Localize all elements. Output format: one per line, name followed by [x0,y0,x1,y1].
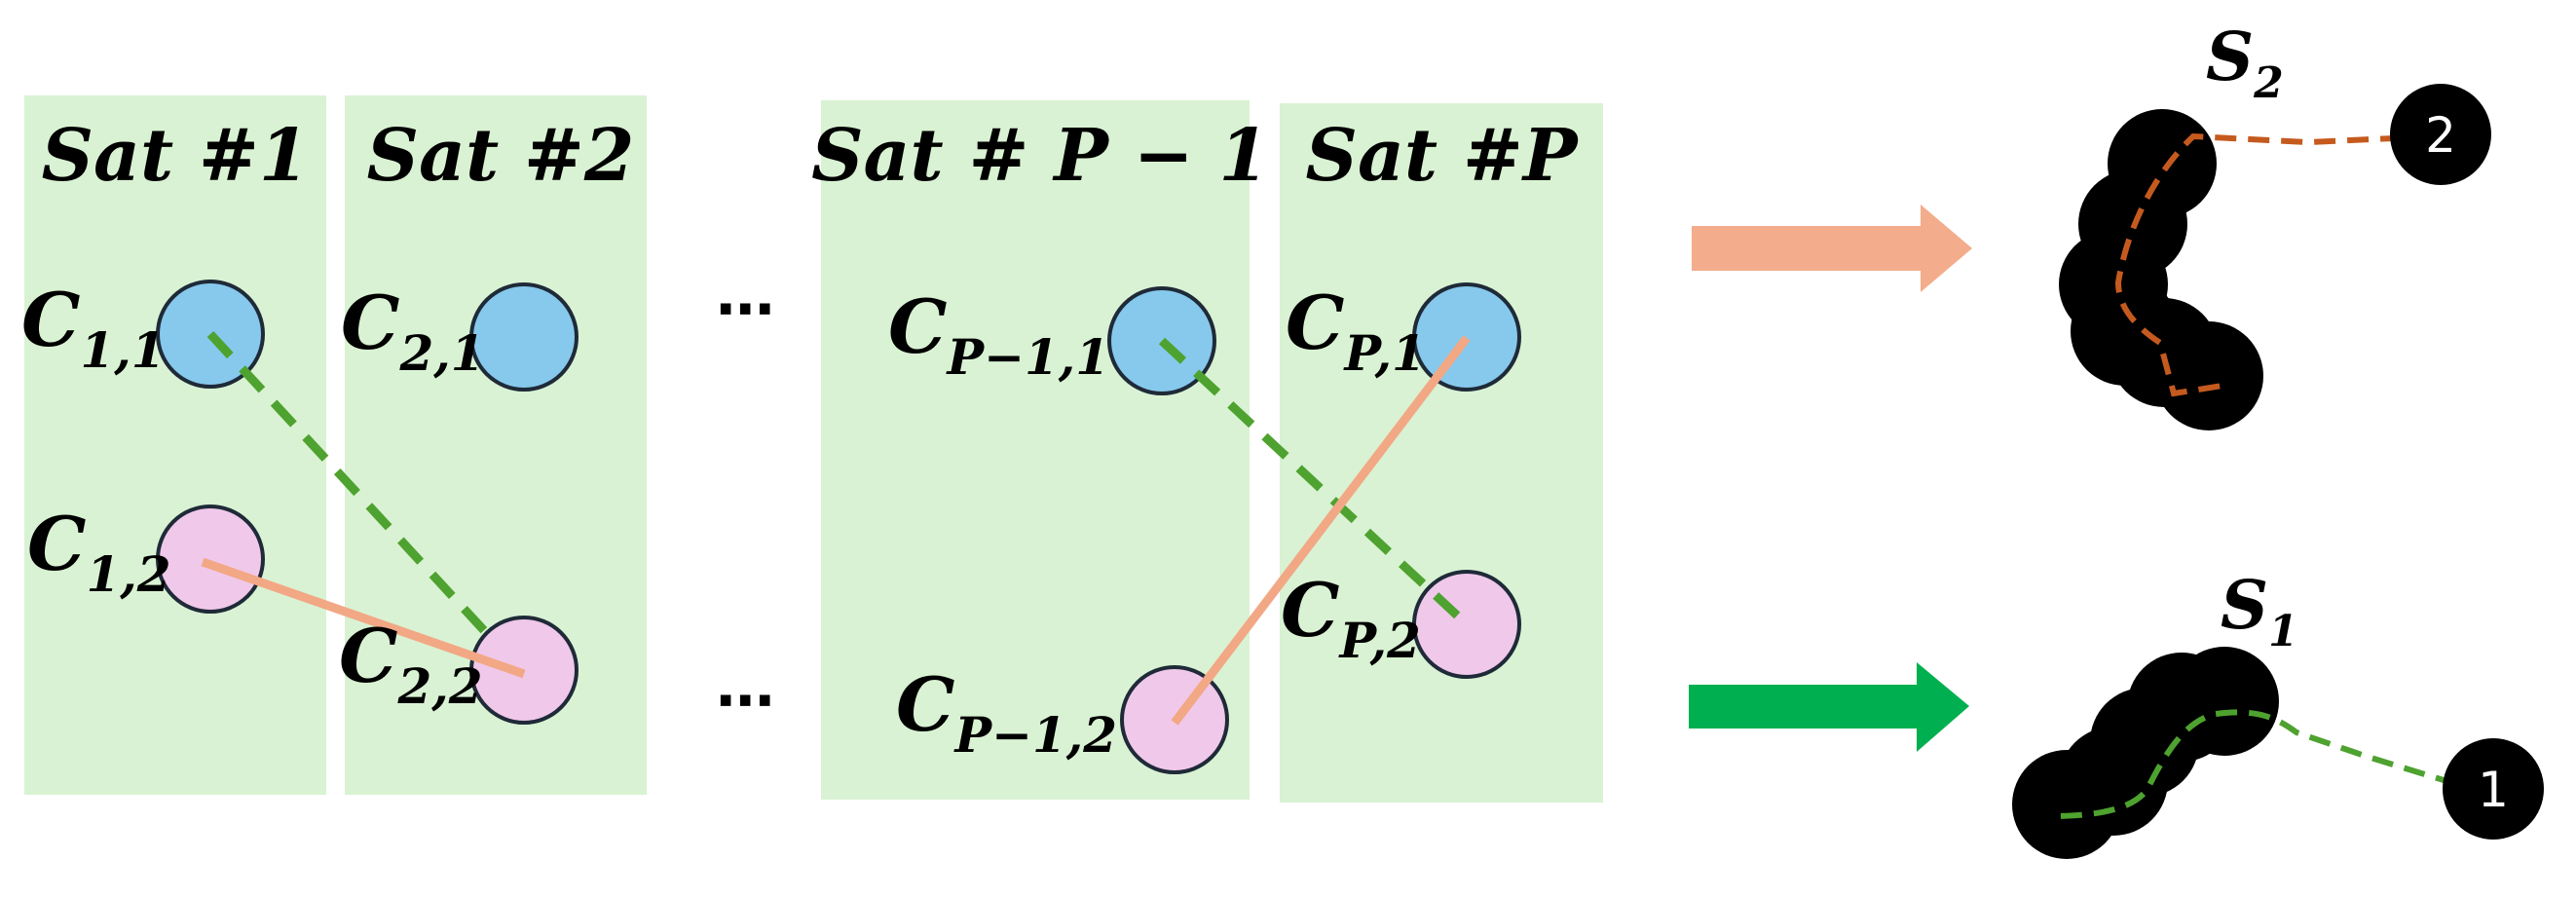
sat-panel-1 [24,95,326,795]
marker-1-label: 1 [2478,762,2509,818]
label-c-1-2: C1,2 [27,501,171,603]
label-c-1-1: C1,1 [21,277,166,379]
orange-arrow [1692,205,1972,292]
marker-2-label: 2 [2425,107,2456,164]
sat-label-p: Sat #P [1306,114,1580,198]
ellipsis-top: ⋯ [716,276,774,344]
segment-s1-blob [2012,647,2279,859]
ellipsis-bottom: ⋯ [716,667,774,735]
marker-1 [2443,738,2544,840]
orange-path-line-1 [201,557,526,679]
segment-s2-label: S2 [2206,19,2284,108]
segment-s2-blob [2059,109,2263,430]
label-c-p-minus-1-2: CP−1,2 [896,661,1117,764]
label-c-2-1: C2,1 [341,280,485,382]
sat-panel-p [1280,103,1603,803]
segment-s1-label: S1 [2221,567,2298,656]
node-c-p-1 [1412,282,1521,392]
green-path-line-2 [1158,337,1471,628]
node-c-1-2 [156,505,265,614]
sat-label-p-minus-1: Sat # P − 1 [811,114,1269,198]
segment-s1-trace [2049,709,2457,819]
orange-path-line-2 [1171,335,1471,726]
sat-label-2: Sat #2 [367,114,635,198]
sat-label-1: Sat #1 [42,114,310,198]
label-c-2-2: C2,2 [339,613,483,715]
node-c-2-1 [469,282,579,392]
label-c-p-1: CP,1 [1286,280,1426,382]
segment-s2-trace [2114,132,2436,397]
green-arrow [1689,662,1969,752]
green-path-line-1 [206,330,496,643]
label-c-p-minus-1-1: CP−1,1 [888,283,1109,386]
marker-2 [2390,84,2491,185]
label-c-p-2: CP,2 [1281,567,1421,669]
